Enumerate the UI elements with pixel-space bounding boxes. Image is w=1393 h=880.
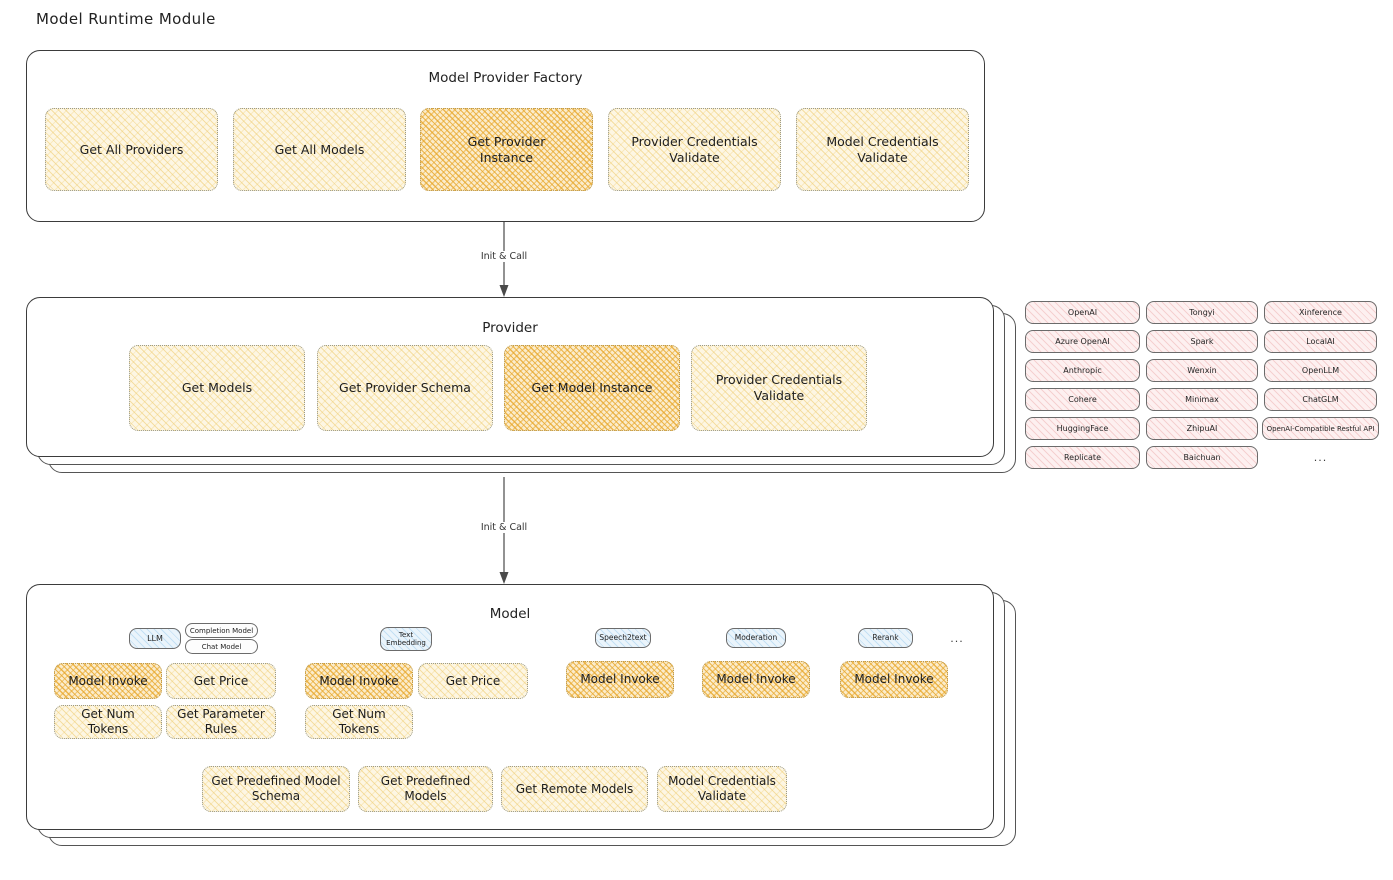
provider-chip-cohere[interactable]: Cohere	[1025, 388, 1140, 411]
node-llm-get-parameter-rules[interactable]: Get Parameter Rules	[166, 705, 276, 739]
llm-subchip-chat-model[interactable]: Chat Model	[185, 639, 258, 654]
provider-chip-tongyi[interactable]: Tongyi	[1146, 301, 1258, 324]
model-type-chip-llm[interactable]: LLM	[129, 628, 181, 649]
node-llm-get-num-tokens[interactable]: Get Num Tokens	[54, 705, 162, 739]
provider-chip-huggingface[interactable]: HuggingFace	[1025, 417, 1140, 440]
node-text-embedding-get-price[interactable]: Get Price	[418, 663, 528, 699]
provider-chip-xinference[interactable]: Xinference	[1264, 301, 1377, 324]
provider-title: Provider	[482, 320, 538, 336]
model-type-chip-speech2text[interactable]: Speech2text	[595, 628, 651, 648]
provider-chip-azure-openai[interactable]: Azure OpenAI	[1025, 330, 1140, 353]
arrow-label-init-call-2: Init & Call	[456, 522, 552, 533]
provider-chip-baichuan[interactable]: Baichuan	[1146, 446, 1258, 469]
node-llm-get-price[interactable]: Get Price	[166, 663, 276, 699]
model-type-chip-moderation[interactable]: Moderation	[726, 628, 786, 648]
node-get-provider-schema[interactable]: Get Provider Schema	[317, 345, 493, 431]
provider-chip-openai-compatible-restful-api[interactable]: OpenAI-Compatible Restful API	[1262, 417, 1379, 440]
model-type-chip-rerank[interactable]: Rerank	[858, 628, 913, 648]
node-moderation-model-invoke[interactable]: Model Invoke	[702, 661, 810, 698]
provider-chip-spark[interactable]: Spark	[1146, 330, 1258, 353]
model-type-chip-text-embedding[interactable]: Text Embedding	[380, 627, 432, 651]
model-types-more: ...	[950, 631, 964, 645]
provider-chip-anthropic[interactable]: Anthropic	[1025, 359, 1140, 382]
llm-subchip-completion-model[interactable]: Completion Model	[185, 623, 258, 638]
node-provider-credentials-validate[interactable]: Provider Credentials Validate	[608, 108, 781, 191]
provider-chip-localai[interactable]: LocalAI	[1264, 330, 1377, 353]
node-get-all-providers[interactable]: Get All Providers	[45, 108, 218, 191]
node-get-all-models[interactable]: Get All Models	[233, 108, 406, 191]
node-model-credentials-validate-2[interactable]: Model Credentials Validate	[657, 766, 787, 812]
node-get-models[interactable]: Get Models	[129, 345, 305, 431]
provider-chip-minimax[interactable]: Minimax	[1146, 388, 1258, 411]
provider-chip-openllm[interactable]: OpenLLM	[1264, 359, 1377, 382]
provider-chip-wenxin[interactable]: Wenxin	[1146, 359, 1258, 382]
arrow-label-init-call-1: Init & Call	[456, 251, 552, 262]
page-title: Model Runtime Module	[36, 10, 216, 28]
node-get-provider-instance[interactable]: Get Provider Instance	[420, 108, 593, 191]
provider-chip-replicate[interactable]: Replicate	[1025, 446, 1140, 469]
node-get-remote-models[interactable]: Get Remote Models	[501, 766, 648, 812]
node-text-embedding-get-num-tokens[interactable]: Get Num Tokens	[305, 705, 413, 739]
node-get-model-instance[interactable]: Get Model Instance	[504, 345, 680, 431]
provider-chip-openai[interactable]: OpenAI	[1025, 301, 1140, 324]
node-get-predefined-model-schema[interactable]: Get Predefined Model Schema	[202, 766, 350, 812]
node-llm-model-invoke[interactable]: Model Invoke	[54, 663, 162, 699]
provider-chip-zhipuai[interactable]: ZhipuAI	[1146, 417, 1258, 440]
provider-list-more: ...	[1313, 451, 1328, 464]
node-speech2text-model-invoke[interactable]: Model Invoke	[566, 661, 674, 698]
provider-chip-chatglm[interactable]: ChatGLM	[1264, 388, 1377, 411]
node-provider-credentials-validate-2[interactable]: Provider Credentials Validate	[691, 345, 867, 431]
node-rerank-model-invoke[interactable]: Model Invoke	[840, 661, 948, 698]
factory-title: Model Provider Factory	[428, 70, 583, 86]
model-title: Model	[489, 606, 531, 622]
node-model-credentials-validate[interactable]: Model Credentials Validate	[796, 108, 969, 191]
node-text-embedding-model-invoke[interactable]: Model Invoke	[305, 663, 413, 699]
node-get-predefined-models[interactable]: Get Predefined Models	[358, 766, 493, 812]
